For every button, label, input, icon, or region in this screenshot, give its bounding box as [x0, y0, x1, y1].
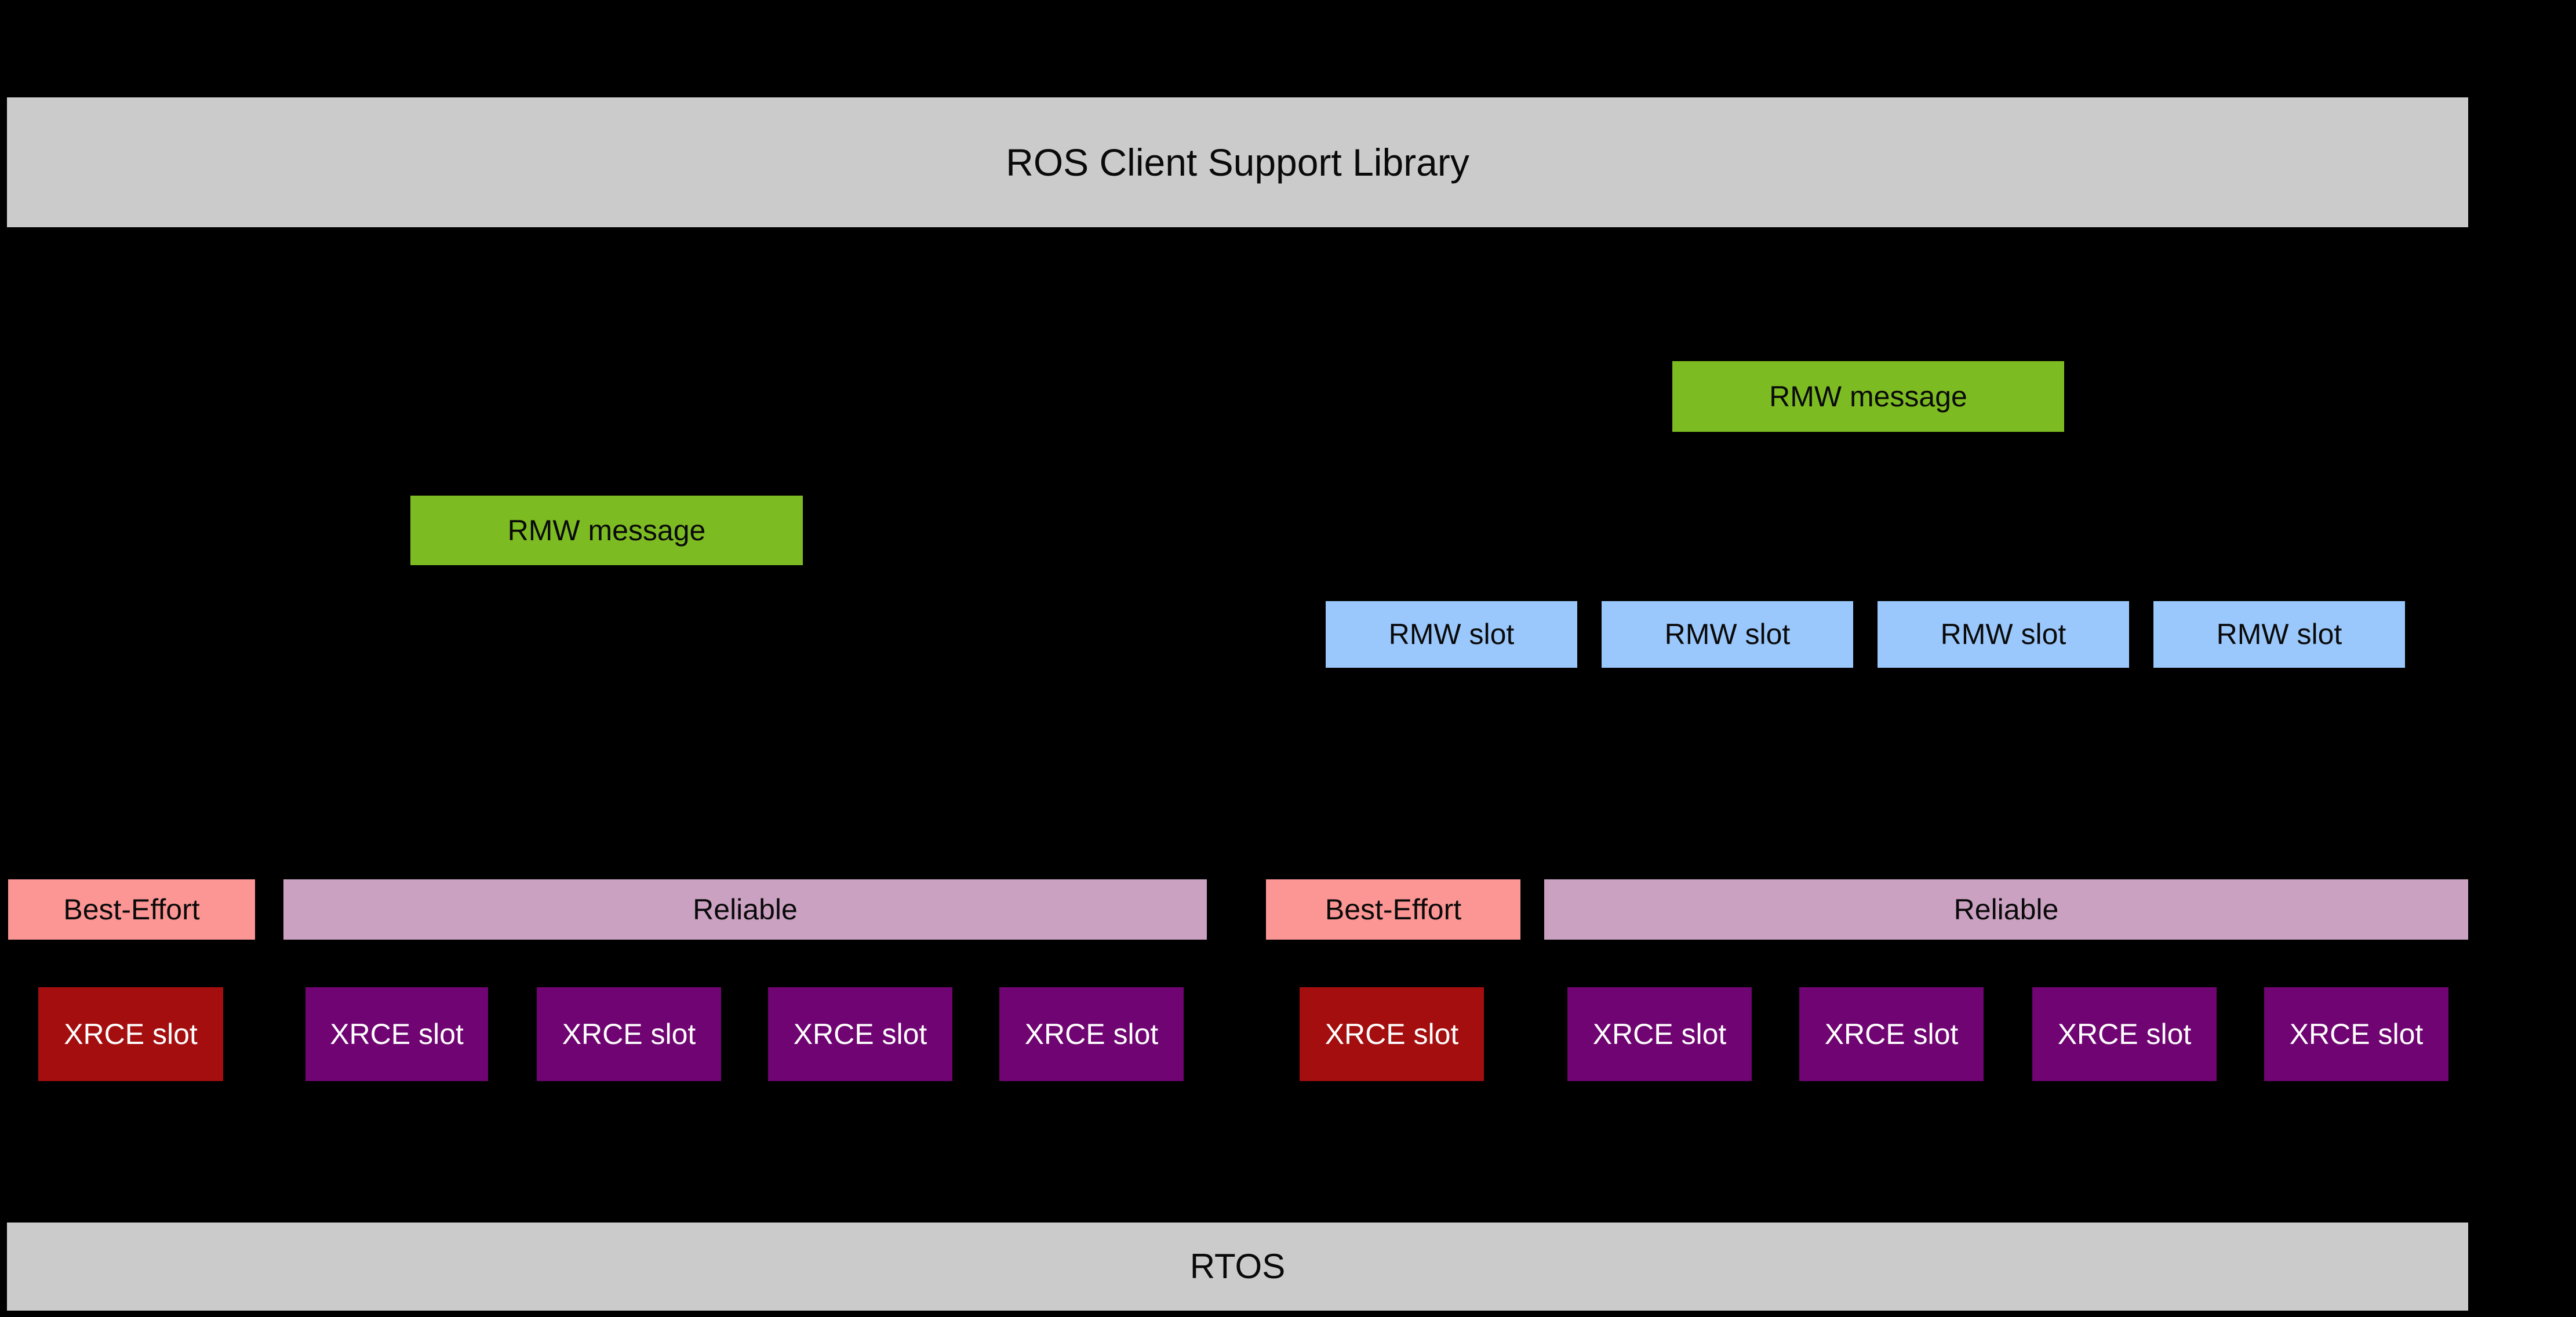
xrce-slot-label: XRCE slot: [2057, 1017, 2192, 1050]
rmw-message-box-left: RMW message: [410, 496, 803, 565]
rmw-slot-box: RMW slot: [2153, 601, 2405, 668]
xrce-slot-label: XRCE slot: [2289, 1017, 2424, 1050]
xrce-slot-label: XRCE slot: [1592, 1017, 1727, 1050]
xrce-slot-box-reliable: XRCE slot: [305, 987, 488, 1081]
xrce-slot-label: XRCE slot: [1824, 1017, 1959, 1050]
rmw-slot-label: RMW slot: [1940, 618, 2066, 650]
reliable-header-right: Reliable: [1544, 879, 2468, 940]
rtos-bar: RTOS: [7, 1223, 2468, 1311]
rmw-slot-box: RMW slot: [1878, 601, 2129, 668]
rmw-message-box-right: RMW message: [1672, 361, 2064, 432]
xrce-slot-box-reliable: XRCE slot: [999, 987, 1184, 1081]
rmw-slot-box: RMW slot: [1602, 601, 1853, 668]
xrce-slot-label: XRCE slot: [1024, 1017, 1159, 1050]
xrce-slot-box-reliable: XRCE slot: [537, 987, 721, 1081]
ros-client-support-library-label: ROS Client Support Library: [1006, 140, 1469, 184]
reliable-header-left: Reliable: [283, 879, 1207, 940]
xrce-slot-box-reliable: XRCE slot: [2264, 987, 2448, 1081]
best-effort-header-left: Best-Effort: [8, 879, 255, 940]
ros-client-support-library-bar: ROS Client Support Library: [7, 97, 2468, 227]
rmw-slot-label: RMW slot: [1664, 618, 1791, 650]
best-effort-header-right: Best-Effort: [1266, 879, 1520, 940]
best-effort-label: Best-Effort: [63, 893, 200, 926]
best-effort-label: Best-Effort: [1325, 893, 1462, 926]
xrce-slot-label: XRCE slot: [330, 1017, 464, 1050]
reliable-label: Reliable: [1953, 893, 2059, 926]
xrce-slot-box-best-effort: XRCE slot: [1300, 987, 1484, 1081]
xrce-slot-box-reliable: XRCE slot: [768, 987, 952, 1081]
xrce-slot-box-reliable: XRCE slot: [2032, 987, 2217, 1081]
xrce-slot-box-reliable: XRCE slot: [1567, 987, 1752, 1081]
rmw-slot-label: RMW slot: [2216, 618, 2342, 650]
rmw-slot-box: RMW slot: [1326, 601, 1577, 668]
xrce-slot-box-best-effort: XRCE slot: [38, 987, 223, 1081]
rmw-slot-label: RMW slot: [1388, 618, 1515, 650]
rmw-message-label: RMW message: [1769, 380, 1967, 413]
xrce-slot-label: XRCE slot: [562, 1017, 696, 1050]
rtos-label: RTOS: [1189, 1247, 1286, 1286]
xrce-slot-label: XRCE slot: [793, 1017, 927, 1050]
xrce-slot-box-reliable: XRCE slot: [1799, 987, 1984, 1081]
xrce-slot-label: XRCE slot: [1325, 1017, 1459, 1050]
rmw-message-label: RMW message: [507, 514, 706, 547]
reliable-label: Reliable: [693, 893, 798, 926]
xrce-slot-label: XRCE slot: [64, 1017, 198, 1050]
